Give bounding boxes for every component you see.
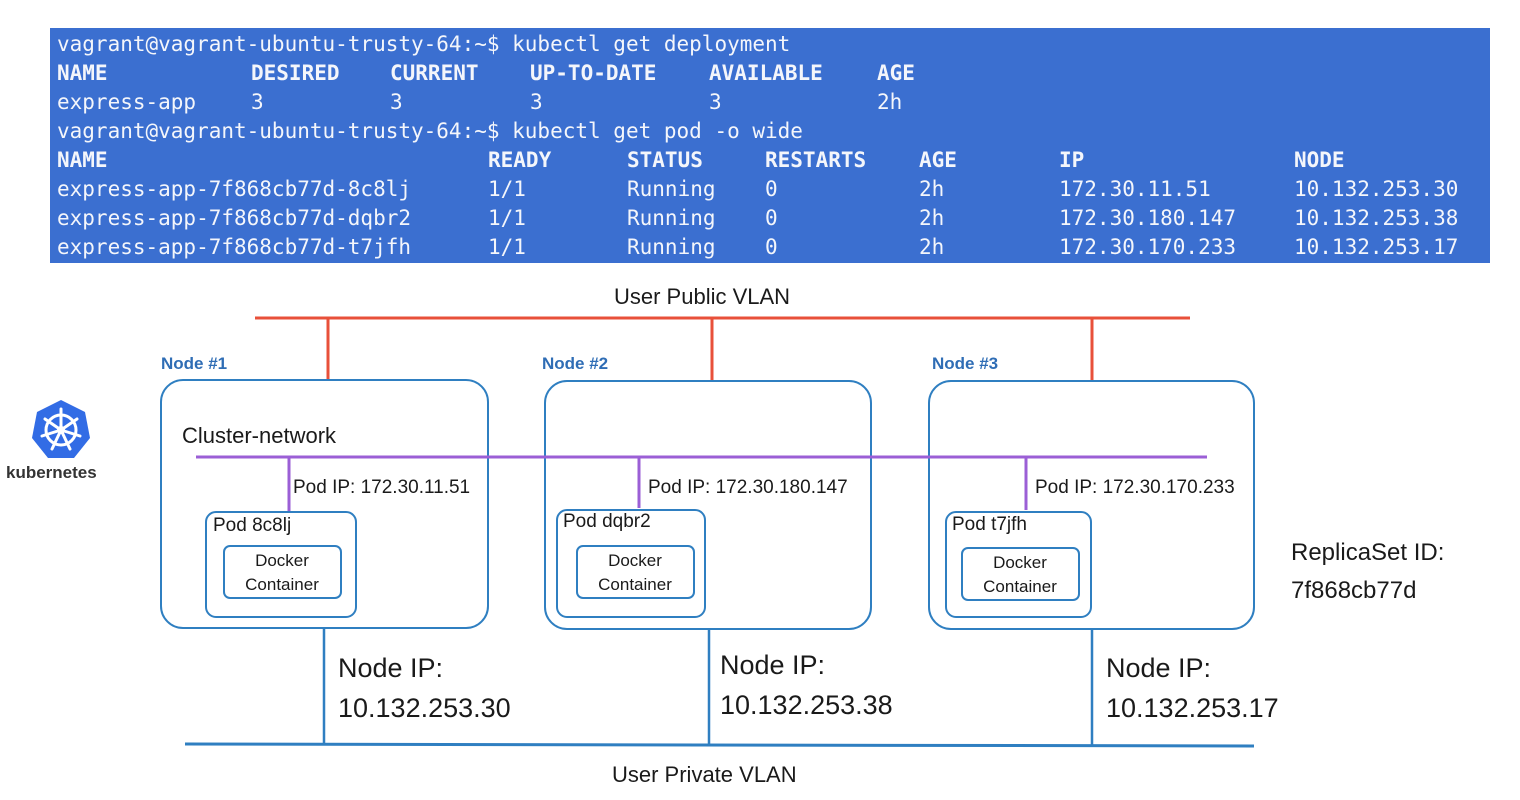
deploy-cell-desired: 3	[251, 90, 264, 114]
node3-ip-value: 10.132.253.17	[1106, 693, 1279, 723]
pod-cell-node: 10.132.253.38	[1294, 206, 1459, 230]
pod-header-node: NODE	[1294, 148, 1345, 172]
terminal-command: vagrant@vagrant-ubuntu-trusty-64:~$ kube…	[57, 32, 791, 56]
pod-cell-restarts: 0	[765, 206, 778, 230]
deploy-row: express-app 3 3 3 3 2h	[57, 88, 1490, 117]
node3-ip-caption: Node IP:	[1106, 653, 1212, 683]
deploy-cell-current: 3	[390, 90, 403, 114]
pod-header-age: AGE	[919, 148, 957, 172]
pod-cell-status: Running	[627, 177, 716, 201]
private-vlan-line	[184, 742, 1255, 748]
docker1-box	[223, 545, 342, 599]
node1-ip-caption: Node IP:	[338, 653, 444, 683]
pod-row: express-app-7f868cb77d-dqbr2 1/1 Running…	[57, 204, 1490, 233]
pod-cell-restarts: 0	[765, 235, 778, 259]
terminal-prompt-deployment: vagrant@vagrant-ubuntu-trusty-64:~$ kube…	[57, 30, 1490, 59]
pod-cell-age: 2h	[919, 206, 945, 230]
deploy-cell-available: 3	[709, 90, 722, 114]
pod-cell-ip: 172.30.180.147	[1059, 206, 1237, 230]
pod-header-ready: READY	[488, 148, 552, 172]
node2-title: Node #2	[542, 354, 609, 373]
docker1-label: Docker Container	[225, 549, 339, 597]
node1-title: Node #1	[161, 354, 228, 373]
pod-cell-ready: 1/1	[488, 177, 526, 201]
pod-cell-ready: 1/1	[488, 206, 526, 230]
pod1-ip-label: Pod IP: 172.30.11.51	[293, 477, 471, 498]
pod2-name: Pod dqbr2	[563, 511, 651, 532]
kubernetes-logo-icon	[32, 400, 90, 458]
terminal-command: vagrant@vagrant-ubuntu-trusty-64:~$ kube…	[57, 119, 803, 143]
node3-ip-label: Node IP: 10.132.253.17	[1106, 648, 1279, 728]
kubernetes-logo-text: kubernetes	[6, 463, 97, 482]
deploy-header-current: CURRENT	[390, 61, 479, 85]
public-vlan-label: User Public VLAN	[614, 284, 791, 309]
node3-box	[928, 380, 1255, 630]
pod-cell-age: 2h	[919, 177, 945, 201]
cluster-network-label: Cluster-network	[182, 423, 337, 448]
pod-cell-name: express-app-7f868cb77d-8c8lj	[57, 177, 412, 201]
pod-cell-ip: 172.30.11.51	[1059, 177, 1211, 201]
pod-cell-node: 10.132.253.30	[1294, 177, 1459, 201]
docker2-line1: Docker	[608, 551, 662, 570]
docker2-label: Docker Container	[578, 549, 692, 597]
deploy-header-age: AGE	[877, 61, 915, 85]
deploy-header-uptodate: UP-TO-DATE	[530, 61, 657, 85]
pod-cell-name: express-app-7f868cb77d-t7jfh	[57, 235, 412, 259]
pod1-name: Pod 8c8lj	[213, 515, 292, 536]
deploy-cell-uptodate: 3	[530, 90, 543, 114]
terminal-prompt-pods: vagrant@vagrant-ubuntu-trusty-64:~$ kube…	[57, 117, 1490, 146]
node2-ip-label: Node IP: 10.132.253.38	[720, 645, 893, 725]
node2-ip-value: 10.132.253.38	[720, 690, 893, 720]
replicaset-id: 7f868cb77d	[1291, 577, 1417, 604]
node2-box	[544, 380, 872, 630]
private-vlan-label: User Private VLAN	[612, 762, 797, 787]
deploy-cell-age: 2h	[877, 90, 903, 114]
node1-ip-value: 10.132.253.30	[338, 693, 511, 723]
deploy-header-row: NAME DESIRED CURRENT UP-TO-DATE AVAILABL…	[57, 59, 1490, 88]
pod-cell-age: 2h	[919, 235, 945, 259]
pod-header-row: NAME READY STATUS RESTARTS AGE IP NODE	[57, 146, 1490, 175]
deploy-header-name: NAME	[57, 61, 108, 85]
pod-cell-ready: 1/1	[488, 235, 526, 259]
docker3-box	[961, 547, 1080, 601]
replicaset-label: ReplicaSet ID: 7f868cb77d	[1291, 534, 1444, 610]
deploy-header-available: AVAILABLE	[709, 61, 823, 85]
pod-cell-status: Running	[627, 235, 716, 259]
pod-cell-status: Running	[627, 206, 716, 230]
pod3-name: Pod t7jfh	[952, 514, 1027, 535]
docker1-line2: Container	[245, 575, 319, 594]
docker1-line1: Docker	[255, 551, 309, 570]
pod-cell-name: express-app-7f868cb77d-dqbr2	[57, 206, 412, 230]
pod-cell-ip: 172.30.170.233	[1059, 235, 1237, 259]
pod3-ip-label: Pod IP: 172.30.170.233	[1035, 477, 1235, 498]
terminal-output: vagrant@vagrant-ubuntu-trusty-64:~$ kube…	[50, 28, 1490, 263]
node2-ip-caption: Node IP:	[720, 650, 826, 680]
pod-header-restarts: RESTARTS	[765, 148, 867, 172]
docker3-line2: Container	[983, 577, 1057, 596]
pod-cell-restarts: 0	[765, 177, 778, 201]
pod-cell-node: 10.132.253.17	[1294, 235, 1459, 259]
node1-box	[160, 379, 489, 629]
pod-header-ip: IP	[1059, 148, 1085, 172]
pod-row: express-app-7f868cb77d-8c8lj 1/1 Running…	[57, 175, 1490, 204]
replicaset-caption: ReplicaSet ID:	[1291, 539, 1445, 566]
pod-header-status: STATUS	[627, 148, 703, 172]
docker2-box	[576, 545, 695, 599]
docker3-label: Docker Container	[963, 551, 1077, 599]
deploy-cell-name: express-app	[57, 90, 197, 114]
docker3-line1: Docker	[993, 553, 1047, 572]
docker2-line2: Container	[598, 575, 672, 594]
deploy-header-desired: DESIRED	[251, 61, 340, 85]
node1-ip-label: Node IP: 10.132.253.30	[338, 648, 511, 728]
pod-header-name: NAME	[57, 148, 108, 172]
pod-row: express-app-7f868cb77d-t7jfh 1/1 Running…	[57, 233, 1490, 262]
node3-title: Node #3	[932, 354, 999, 373]
pod2-ip-label: Pod IP: 172.30.180.147	[648, 477, 848, 498]
